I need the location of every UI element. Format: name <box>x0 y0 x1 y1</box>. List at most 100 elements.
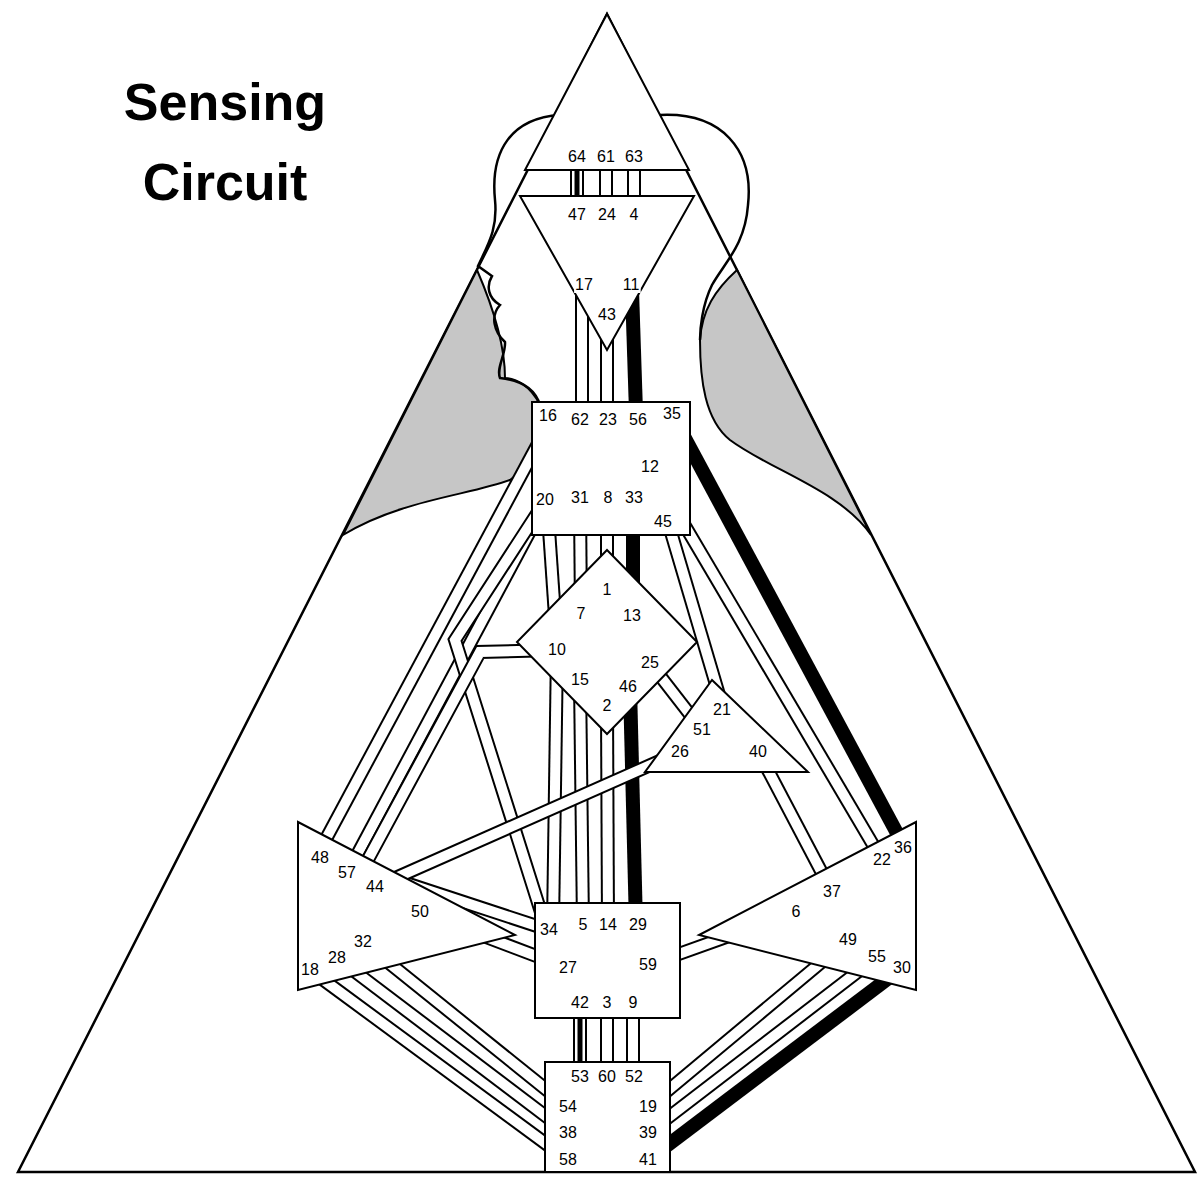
gate-number: 39 <box>638 1125 658 1141</box>
center-shape <box>525 14 689 170</box>
gate-number: 49 <box>838 932 858 948</box>
channel <box>648 968 902 1160</box>
gate-number: 62 <box>570 412 590 428</box>
gate-number: 50 <box>410 904 430 920</box>
gate-number: 17 <box>574 277 594 293</box>
channel-outline <box>365 650 557 865</box>
channel <box>630 687 636 925</box>
channel-fill <box>648 957 877 1133</box>
gate-number: 27 <box>558 960 578 976</box>
energy-center: 166223563512203183345 <box>532 402 690 535</box>
gate-number: 40 <box>748 744 768 760</box>
gate-number: 15 <box>570 672 590 688</box>
gate-number: 18 <box>300 962 320 978</box>
gate-number: 38 <box>558 1125 578 1141</box>
channel <box>320 425 548 850</box>
gate-number: 60 <box>597 1069 617 1085</box>
gate-number: 51 <box>692 722 712 738</box>
gate-number: 19 <box>638 1099 658 1115</box>
channel <box>632 290 636 412</box>
channel-outline <box>455 512 545 925</box>
channel-outline <box>648 968 902 1160</box>
gate-number: 54 <box>558 1099 578 1115</box>
gate-number: 30 <box>892 960 912 976</box>
gate-number: 34 <box>539 922 559 938</box>
gate-number: 12 <box>640 459 660 475</box>
gate-number: 41 <box>638 1152 658 1168</box>
gate-number: 24 <box>597 207 617 223</box>
energy-center: 48574450322818 <box>298 822 515 990</box>
channel <box>648 957 877 1133</box>
gate-number: 23 <box>598 412 618 428</box>
gate-number: 2 <box>602 698 613 714</box>
channel <box>375 752 680 887</box>
gate-number: 48 <box>310 850 330 866</box>
channel-fill <box>365 650 557 865</box>
gate-number: 6 <box>791 904 802 920</box>
channel <box>365 650 557 865</box>
gate-number: 16 <box>538 408 558 424</box>
channel <box>607 706 608 925</box>
gate-number: 8 <box>603 490 614 506</box>
gate-number: 46 <box>618 679 638 695</box>
gate-number: 7 <box>576 606 587 622</box>
gate-number: 42 <box>570 995 590 1011</box>
channel-outline <box>632 290 636 412</box>
channel-fill <box>337 958 568 1133</box>
center-shape <box>298 822 515 990</box>
gate-number: 25 <box>640 655 660 671</box>
gate-number: 58 <box>558 1152 578 1168</box>
channel-fill <box>607 706 608 925</box>
gate-number: 61 <box>596 149 616 165</box>
channel <box>553 650 557 925</box>
gate-number: 9 <box>628 995 639 1011</box>
channel-fill <box>375 752 680 887</box>
gate-number: 59 <box>638 957 658 973</box>
gate-number: 63 <box>624 149 644 165</box>
outer-triangle <box>18 14 1195 1172</box>
center-shape <box>535 903 680 1018</box>
channel-outline <box>607 706 608 925</box>
gate-number: 29 <box>628 917 648 933</box>
energy-center: 536052543858193941 <box>545 1062 670 1172</box>
gate-number: 5 <box>578 917 589 933</box>
channel-outline <box>310 970 568 1160</box>
channel-fill <box>455 512 545 925</box>
gate-number: 26 <box>670 744 690 760</box>
channel-fill <box>632 290 636 412</box>
gate-number: 37 <box>822 884 842 900</box>
channel-outline <box>648 957 877 1133</box>
channel-fill <box>630 687 636 925</box>
channel <box>455 512 545 925</box>
gate-number: 56 <box>628 412 648 428</box>
gate-number: 1 <box>602 582 613 598</box>
channel-outline <box>672 414 905 848</box>
channel-outline <box>375 752 680 887</box>
gate-number: 28 <box>327 950 347 966</box>
energy-center: 21512640 <box>645 680 808 772</box>
center-shape <box>645 680 808 772</box>
energy-center: 47244174311 <box>520 196 694 350</box>
gate-number: 44 <box>365 879 385 895</box>
gate-number: 52 <box>624 1069 644 1085</box>
gate-number: 14 <box>598 917 618 933</box>
channel <box>337 958 568 1133</box>
channel-fill <box>648 968 902 1160</box>
channel-fill <box>553 650 557 925</box>
channel-outline <box>320 425 548 850</box>
diagram-title: Sensing Circuit <box>70 62 380 222</box>
energy-center: 646163 <box>525 14 689 170</box>
gate-number: 3 <box>602 995 613 1011</box>
channel <box>672 414 905 848</box>
channel-outline <box>337 958 568 1133</box>
channel <box>310 970 568 1160</box>
gate-number: 4 <box>629 207 640 223</box>
gate-number: 55 <box>867 949 887 965</box>
center-shape <box>517 550 697 734</box>
channel-outline <box>553 650 557 925</box>
center-shape <box>545 1062 670 1172</box>
energy-center: 34 5 14 29 27 59 42 39 <box>535 903 680 1018</box>
gate-number: 47 <box>567 207 587 223</box>
gate-number: 20 <box>535 492 555 508</box>
center-shape <box>699 822 916 990</box>
